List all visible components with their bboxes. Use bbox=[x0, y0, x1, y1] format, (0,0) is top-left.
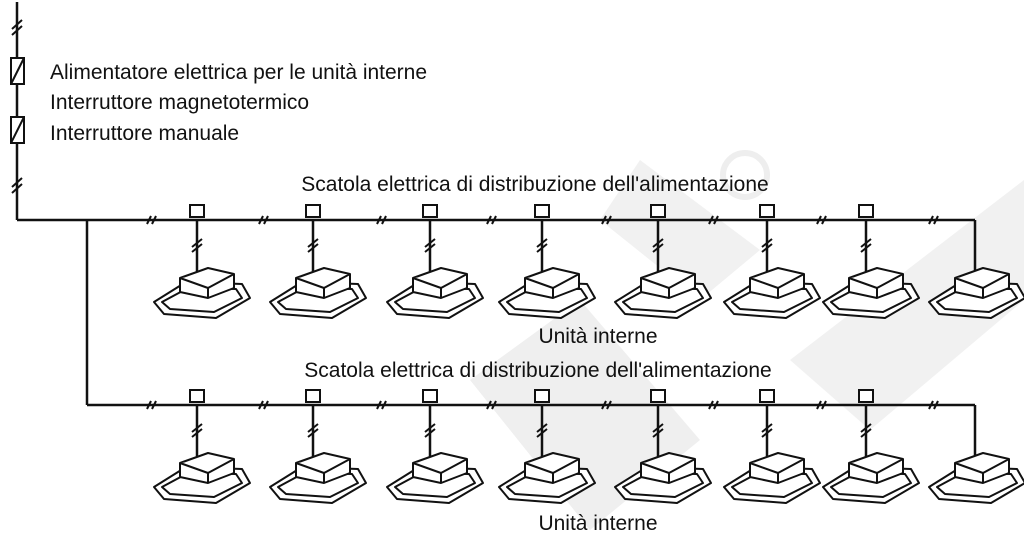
indoor-unit-icon bbox=[498, 267, 596, 319]
wire-tick bbox=[928, 215, 939, 225]
wire-tick bbox=[486, 400, 497, 410]
indoor-unit-icon bbox=[928, 267, 1024, 319]
indoor-unit-icon bbox=[386, 452, 484, 504]
junction-box-icon bbox=[534, 204, 550, 218]
group1-units-label: Unità interne bbox=[538, 325, 657, 348]
wire-tick bbox=[601, 400, 612, 410]
wire-tick bbox=[424, 238, 436, 253]
indoor-unit-icon bbox=[386, 267, 484, 319]
wire-tick bbox=[708, 400, 719, 410]
indoor-unit-icon bbox=[928, 452, 1024, 504]
wire-tick bbox=[486, 215, 497, 225]
junction-box-icon bbox=[422, 389, 438, 403]
group2-units-label: Unità interne bbox=[538, 512, 657, 535]
junction-box-icon bbox=[305, 204, 321, 218]
junction-box-icon bbox=[305, 389, 321, 403]
indoor-unit-icon bbox=[269, 452, 367, 504]
wire-tick bbox=[258, 215, 269, 225]
junction-box-icon bbox=[534, 389, 550, 403]
junction-box-icon bbox=[759, 204, 775, 218]
wire-tick bbox=[146, 400, 157, 410]
feeder bbox=[10, 2, 25, 220]
indoor-unit-icon bbox=[498, 452, 596, 504]
junction-box-icon bbox=[189, 389, 205, 403]
indoor-unit-icon bbox=[614, 267, 712, 319]
junction-box-icon bbox=[422, 204, 438, 218]
junction-box-icon bbox=[759, 389, 775, 403]
indoor-unit-icon bbox=[723, 452, 821, 504]
junction-box-icon bbox=[650, 389, 666, 403]
wire-tick bbox=[708, 215, 719, 225]
wire-tick bbox=[761, 423, 773, 438]
group2-box-label: Scatola elettrica di distribuzione dell'… bbox=[304, 359, 771, 382]
wire-tick bbox=[816, 400, 827, 410]
indoor-unit-icon bbox=[153, 452, 251, 504]
wire-tick bbox=[376, 215, 387, 225]
wire-tick bbox=[816, 215, 827, 225]
wire-tick bbox=[191, 238, 203, 253]
wire-tick bbox=[601, 215, 612, 225]
wire-tick bbox=[307, 238, 319, 253]
junction-box-icon bbox=[858, 389, 874, 403]
indoor-unit-icon bbox=[822, 267, 920, 319]
legend-manual-switch: Interruttore manuale bbox=[50, 122, 239, 145]
wire-tick bbox=[424, 423, 436, 438]
row-wiring bbox=[17, 218, 977, 470]
legend-power-supply: Alimentatore elettrica per le unità inte… bbox=[50, 61, 427, 84]
junction-box-icon bbox=[858, 204, 874, 218]
indoor-units-layer bbox=[146, 204, 1024, 504]
wire-tick bbox=[761, 238, 773, 253]
junction-box-icon bbox=[650, 204, 666, 218]
indoor-unit-icon bbox=[153, 267, 251, 319]
wire-tick bbox=[191, 423, 203, 438]
wire-tick bbox=[376, 400, 387, 410]
indoor-unit-icon bbox=[614, 452, 712, 504]
wire-tick bbox=[652, 238, 664, 253]
wire-tick bbox=[928, 400, 939, 410]
indoor-unit-icon bbox=[269, 267, 367, 319]
wire-tick bbox=[860, 238, 872, 253]
indoor-unit-icon bbox=[822, 452, 920, 504]
wire-tick bbox=[258, 400, 269, 410]
junction-box-icon bbox=[189, 204, 205, 218]
wire-tick bbox=[860, 423, 872, 438]
wire-tick bbox=[536, 238, 548, 253]
legend-circuit-breaker: Interruttore magnetotermico bbox=[50, 91, 309, 114]
wire-tick bbox=[146, 215, 157, 225]
wire-tick bbox=[652, 423, 664, 438]
group1-box-label: Scatola elettrica di distribuzione dell'… bbox=[301, 173, 768, 196]
wire-tick bbox=[536, 423, 548, 438]
indoor-unit-icon bbox=[723, 267, 821, 319]
wire-tick bbox=[307, 423, 319, 438]
